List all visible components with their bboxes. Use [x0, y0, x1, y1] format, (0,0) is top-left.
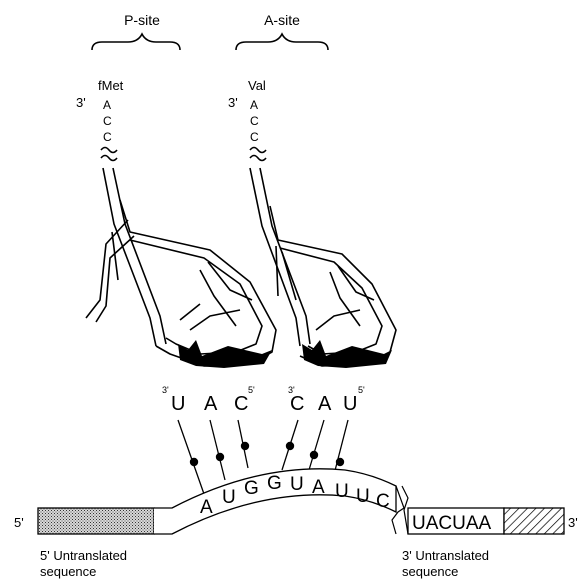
p-trna-structure: [86, 148, 276, 367]
mrna-codon-nt: U: [290, 474, 304, 495]
a-site-label: A-site: [264, 12, 300, 28]
utr5-shaded-region: [38, 508, 154, 534]
utr3-label-line2: sequence: [402, 564, 458, 579]
p-3prime-end: 3': [76, 95, 86, 110]
a-acceptor-nt: C: [250, 114, 259, 128]
a-trna-structure: [250, 148, 396, 367]
mrna-codon-nt: G: [244, 478, 259, 499]
mrna-codon-nt: U: [335, 481, 349, 502]
p-site-brace: [92, 34, 180, 50]
p-anticodon-5prime: 5': [248, 385, 255, 395]
utr5-label: 5' Untranslated: [40, 548, 127, 563]
p-anticodon-loop: [178, 340, 272, 368]
a-anticodon-nt: C: [290, 393, 304, 415]
mrna-codon-nt: G: [267, 473, 282, 494]
a-anticodon-loop: [302, 340, 392, 368]
a-anticodon-nt: A: [318, 393, 332, 415]
a-acceptor-nt: C: [250, 130, 259, 144]
a-3prime-end: 3': [228, 95, 238, 110]
utr5-label-line2: sequence: [40, 564, 96, 579]
a-site-brace: [236, 34, 328, 50]
a-amino-acid: Val: [248, 78, 266, 93]
p-acceptor-nt: C: [103, 130, 112, 144]
p-anticodon-nt: C: [234, 393, 248, 415]
p-acceptor-nt: A: [103, 98, 111, 112]
p-anticodon-nt: U: [171, 393, 185, 415]
mrna-codon-nt: U: [356, 486, 370, 507]
mrna-codon-nt: U: [222, 487, 236, 508]
hydrogen-bond-dots: [190, 442, 344, 466]
p-amino-acid: fMet: [98, 78, 124, 93]
utr3-hatched-region: [504, 508, 564, 534]
a-anticodon-nt: U: [343, 393, 357, 415]
mrna-codon-nt: C: [376, 491, 390, 512]
mrna-break-right: [402, 486, 408, 534]
stop-region-sequence: UACUAA: [412, 513, 492, 534]
mrna-codon-nt: A: [312, 477, 325, 498]
a-acceptor-nt: A: [250, 98, 258, 112]
p-anticodon-3prime: 3': [162, 385, 169, 395]
mrna-3prime-end: 3': [568, 515, 578, 530]
a-anticodon-5prime: 5': [358, 385, 365, 395]
p-anticodon-nt: A: [204, 393, 218, 415]
utr3-label: 3' Untranslated: [402, 548, 489, 563]
p-site-label: P-site: [124, 12, 160, 28]
mrna-5prime-end: 5': [14, 515, 24, 530]
p-acceptor-nt: C: [103, 114, 112, 128]
mrna-codon-nt: A: [200, 497, 213, 518]
